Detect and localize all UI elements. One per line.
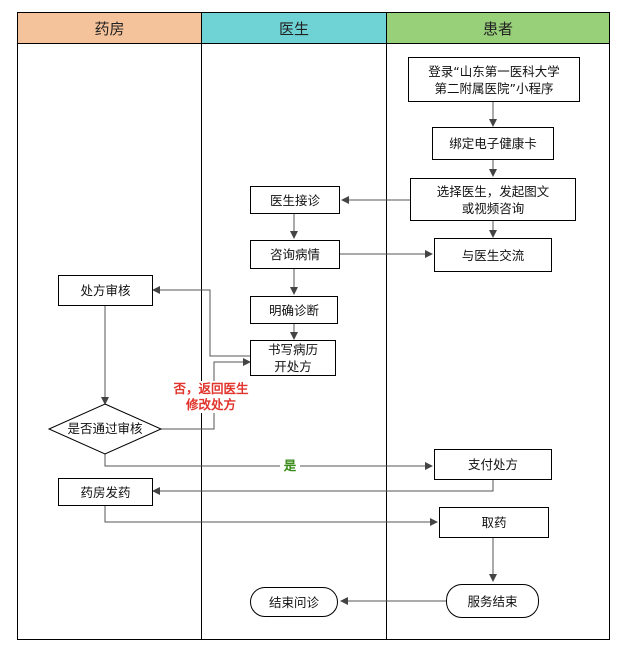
node-diagnose: 明确诊断 [250,296,338,324]
edge-dispense-to-pickup [104,506,438,526]
lane-pharmacy-header: 药房 [18,13,201,44]
node-service-end: 服务结束 [446,584,539,618]
lane-patient-header: 患者 [387,13,609,44]
lane-pharmacy: 药房 [17,12,202,640]
node-end-consultation: 结束问诊 [250,587,338,617]
lane-patient: 患者 [386,12,610,640]
node-choose-doctor: 选择医生，发起图文 或视频咨询 [410,178,576,221]
lane-pharmacy-title: 药房 [94,19,125,38]
node-decision-label: 是否通过审核 [67,421,143,436]
node-talk-with-doctor: 与医生交流 [434,238,552,272]
edge-label-yes: 是 [280,458,300,474]
lane-patient-title: 患者 [482,19,513,38]
node-prescription-review: 处方审核 [58,275,153,306]
node-pay-prescription: 支付处方 [434,449,552,480]
edge-write-to-review [152,286,250,357]
node-login-miniprogram: 登录“山东第一医科大学 第二附属医院”小程序 [408,57,580,102]
node-doctor-accept: 医生接诊 [250,186,340,214]
lane-doctor: 医生 [201,12,387,640]
decision-diamond [47,403,163,455]
node-bind-health-card: 绑定电子健康卡 [432,127,554,160]
edge-decision-yes [104,454,433,470]
node-pickup-medicine: 取药 [439,507,549,538]
edge-pay-to-dispense [152,480,494,495]
lane-doctor-title: 医生 [278,19,309,38]
node-inquire-condition: 咨询病情 [250,240,340,269]
node-write-record: 书写病历 开处方 [250,340,336,376]
node-pharmacy-dispense: 药房发药 [58,478,153,506]
edge-label-no: 否，返回医生 修改处方 [166,381,256,413]
lane-doctor-header: 医生 [202,13,386,44]
